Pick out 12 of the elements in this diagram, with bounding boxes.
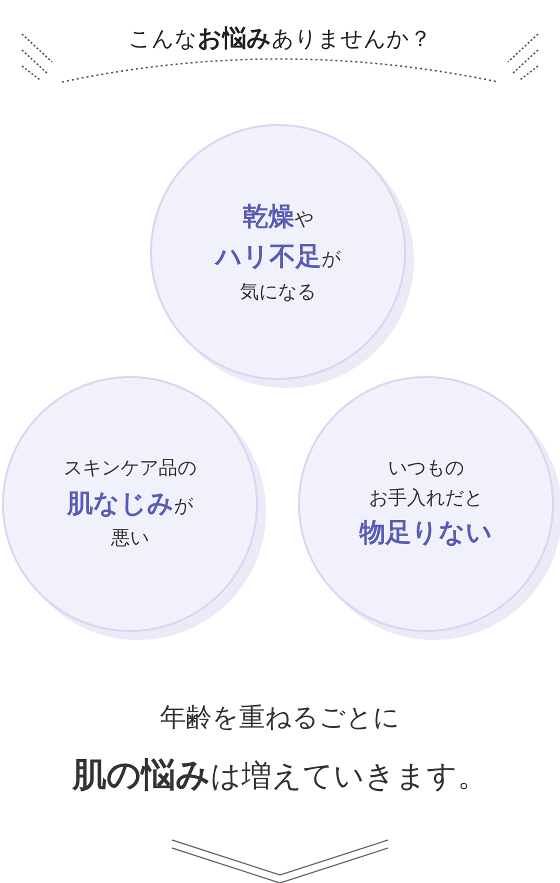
concern-text: スキンケア品の (64, 456, 196, 482)
concern-text: お手入れだと (369, 486, 483, 511)
concern-text: ハリ不足が (216, 241, 340, 274)
summary-text: 肌の悩みは増えていきます。 (71, 754, 488, 797)
concern-text: 乾燥や (242, 200, 314, 234)
concern-text: 気になる (240, 280, 316, 305)
concern-text: 肌なじみが (67, 488, 193, 521)
summary-text: 年齢を重ねるごとに (159, 702, 401, 735)
concern-text: 悪い (111, 526, 149, 552)
heading: こんなお悩みありませんか？ (128, 23, 432, 54)
concern-text: いつもの (388, 456, 464, 482)
concern-text: 物足りない (360, 517, 492, 550)
